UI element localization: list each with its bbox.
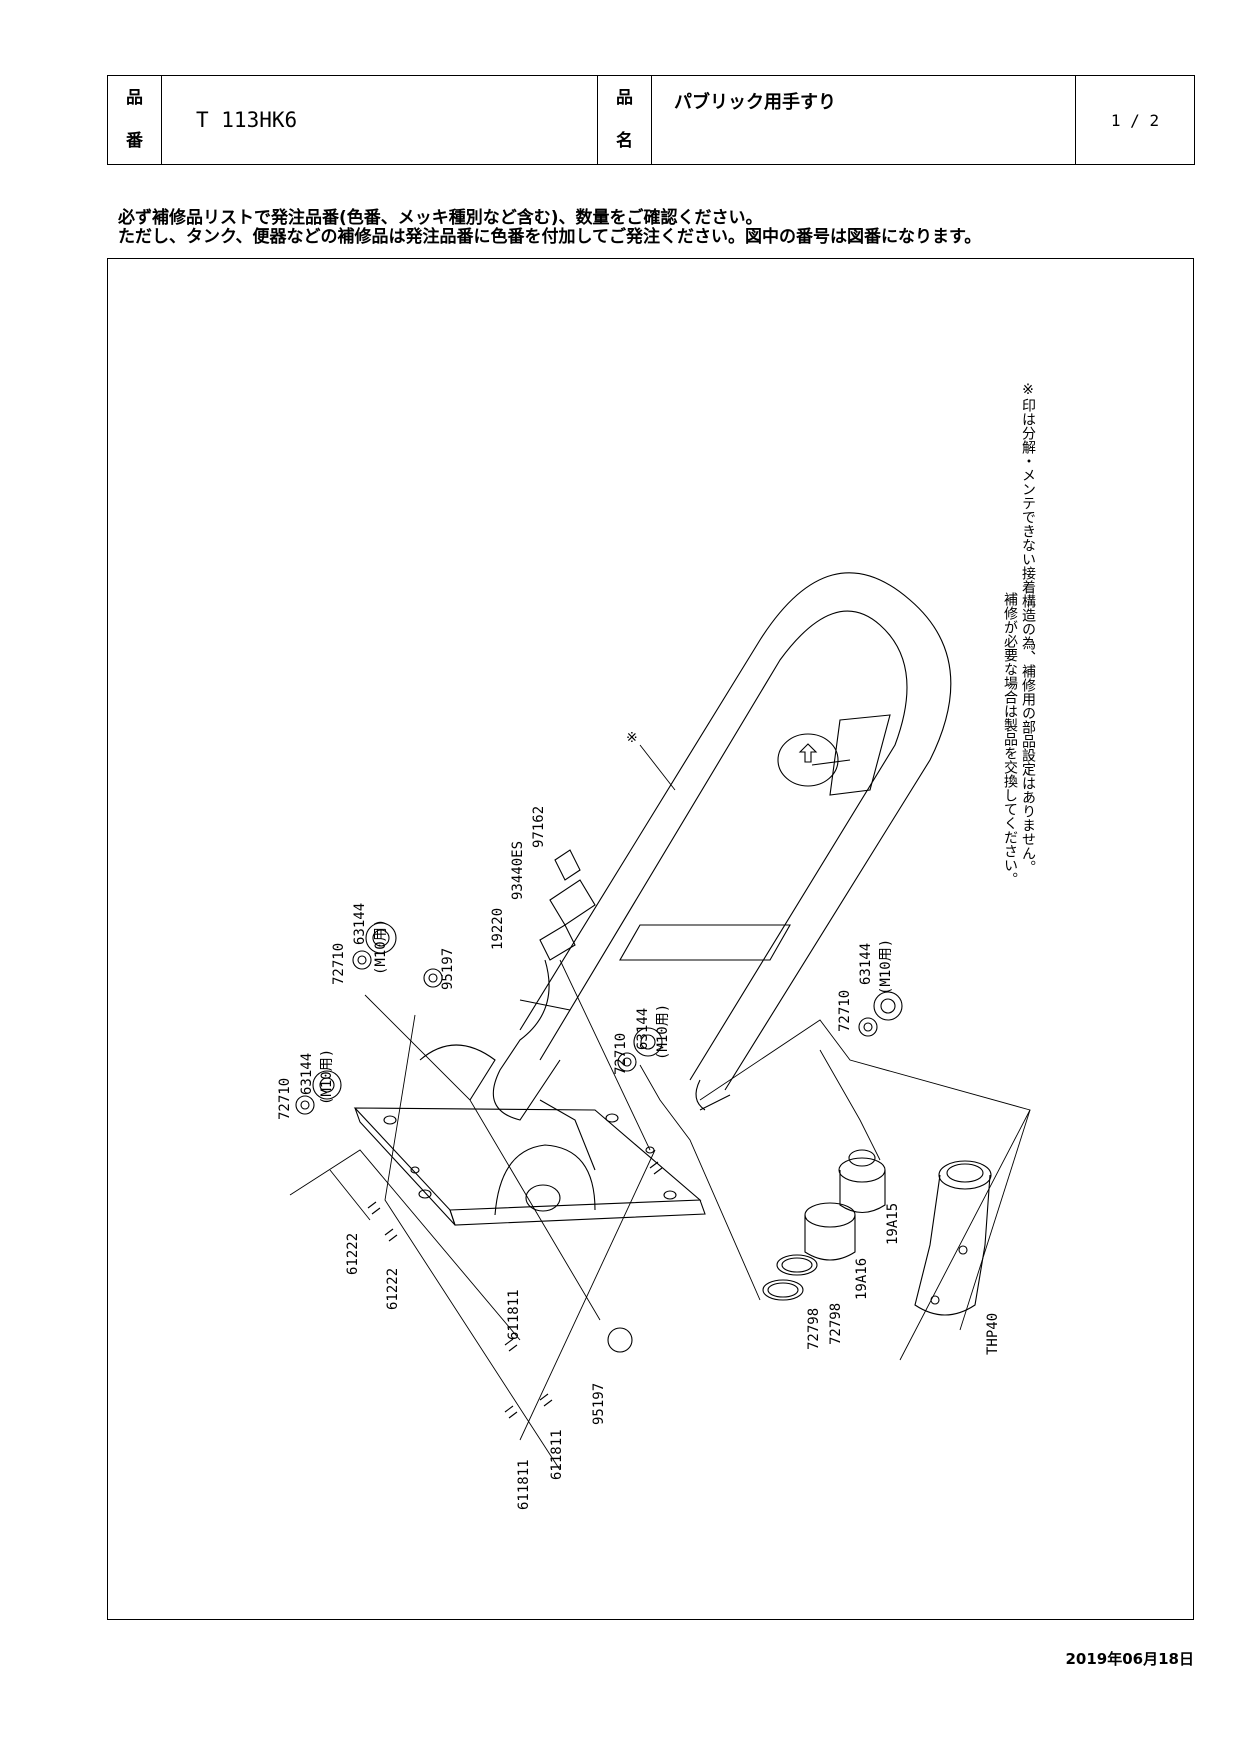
order-notes: 必ず補修品リストで発注品番(色番、メッキ種別など含む)、数量をご確認ください。 …	[118, 209, 981, 247]
side-note-1: ※印は分解・メンテできない接着構造の為、補修用の部品設定はありません。	[1020, 382, 1036, 874]
label-m10-c: (M10用)	[655, 1004, 671, 1060]
label-63144-b: 63144	[299, 1053, 315, 1095]
end-cap-parts-drawing	[762, 1149, 992, 1316]
label-m10-b: (M10用)	[319, 1049, 335, 1105]
label-72798-a: 72798	[806, 1308, 822, 1350]
grab-bar-drawing	[492, 572, 952, 1121]
product-code-label: 品番	[107, 75, 162, 165]
part-labels: 97162 93440ES 19220 95197 63144 (M10用) 7…	[277, 730, 1001, 1510]
label-63144-c: 63144	[635, 1008, 651, 1050]
label-72710-d: 72710	[837, 990, 853, 1032]
product-name-label: 品名	[597, 75, 652, 165]
label-63144-d: 63144	[858, 943, 874, 985]
label-72710-c: 72710	[613, 1033, 629, 1075]
label-95197-top: 95197	[440, 948, 456, 990]
label-72710-b: 72710	[277, 1078, 293, 1120]
label-61222-a: 61222	[345, 1233, 361, 1275]
product-name: パブリック用手すり	[651, 75, 1076, 165]
product-code: T 113HK6	[161, 75, 598, 165]
label-95197-bottom: 95197	[591, 1383, 607, 1425]
label-611811-b: 611811	[516, 1459, 532, 1510]
order-note-line-2: ただし、タンク、便器などの補修品は発注品番に色番を付加してご発注ください。図中の…	[118, 227, 982, 247]
label-611811-c: 611811	[549, 1429, 565, 1480]
label-611811-a: 611811	[506, 1289, 522, 1340]
base-plate-drawing	[353, 1044, 706, 1226]
label-63144-a: 63144	[352, 903, 368, 945]
label-97162: 97162	[531, 806, 547, 848]
page-number: 1 / 2	[1075, 75, 1195, 165]
bracket-parts-drawing	[539, 849, 596, 961]
label-93440ES: 93440ES	[510, 841, 526, 900]
issue-date: 2019年06月18日	[1065, 1650, 1195, 1668]
label-72798-b: 72798	[828, 1303, 844, 1345]
label-m10-a: (M10用)	[373, 919, 389, 975]
label-19A15: 19A15	[885, 1203, 901, 1245]
leader-lines	[289, 744, 1031, 1471]
marker-non-serviceable: ※	[626, 730, 638, 746]
side-note-2: 補修が必要な場合は製品を交換してください。	[1002, 592, 1018, 886]
label-19220: 19220	[490, 908, 506, 950]
title-block: 品番 T 113HK6 品名 パブリック用手すり 1 / 2	[107, 75, 1195, 165]
screw-drawing	[367, 1161, 663, 1419]
order-note-line-1: 必ず補修品リストで発注品番(色番、メッキ種別など含む)、数量をご確認ください。	[118, 208, 763, 228]
label-72710-a: 72710	[331, 943, 347, 985]
label-THP40: THP40	[985, 1313, 1001, 1355]
label-61222-b: 61222	[385, 1268, 401, 1310]
nut-washer-drawing	[295, 922, 903, 1353]
label-m10-d: (M10用)	[878, 939, 894, 995]
drawing-frame	[107, 258, 1194, 1620]
label-19A16: 19A16	[854, 1258, 870, 1300]
